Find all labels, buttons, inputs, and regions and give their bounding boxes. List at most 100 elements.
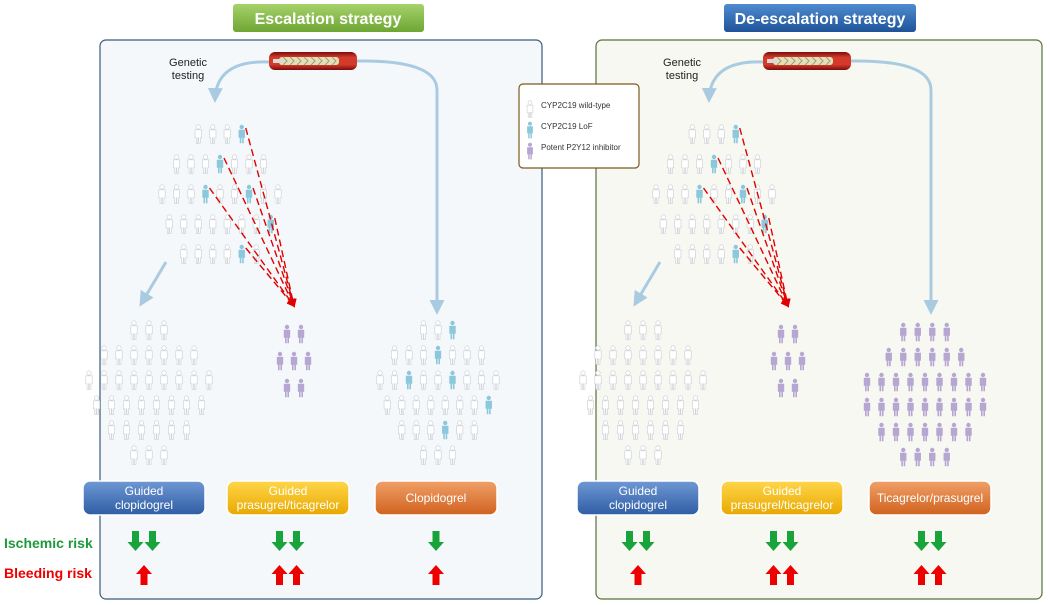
- wildtype-person-icon: [160, 370, 168, 390]
- lof-person-icon: [527, 121, 533, 139]
- wildtype-person-icon: [684, 370, 692, 390]
- potent-person-icon: [929, 447, 936, 467]
- wildtype-person-icon: [427, 395, 435, 415]
- wildtype-person-icon: [231, 184, 238, 204]
- left-box-2-label: Clopidogrel: [406, 491, 467, 505]
- stented-artery-icon: [269, 52, 357, 70]
- potent-person-icon: [907, 372, 914, 392]
- wildtype-person-icon: [639, 370, 647, 390]
- wildtype-person-icon: [754, 154, 761, 174]
- wildtype-person-icon: [391, 345, 398, 365]
- right-box-0-label: Guided: [619, 484, 658, 498]
- wildtype-person-icon: [659, 214, 667, 234]
- potent-person-icon: [283, 378, 291, 398]
- lof-person-icon: [732, 124, 739, 144]
- flow-arrow: [356, 59, 445, 315]
- risk-down-arrow-icon: [930, 531, 947, 551]
- wildtype-person-icon: [190, 345, 198, 365]
- risk-up-arrow-icon: [428, 565, 444, 585]
- wildtype-person-icon: [674, 214, 682, 234]
- reassign-arrow: [245, 247, 296, 308]
- wildtype-person-icon: [123, 395, 130, 415]
- potent-person-icon: [276, 351, 284, 371]
- wildtype-person-icon: [681, 184, 689, 204]
- potent-person-icon: [527, 142, 533, 160]
- reassign-arrow: [768, 217, 791, 308]
- potent-person-icon: [950, 372, 958, 392]
- wildtype-person-icon: [717, 244, 725, 264]
- wildtype-person-icon: [654, 370, 662, 390]
- wildtype-person-icon: [100, 370, 108, 390]
- potent-person-icon: [791, 378, 799, 398]
- wildtype-person-icon: [754, 184, 761, 204]
- wildtype-person-icon: [669, 345, 677, 365]
- wildtype-person-icon: [202, 154, 209, 174]
- wildtype-person-icon: [175, 370, 183, 390]
- wildtype-person-icon: [602, 420, 609, 440]
- wildtype-person-icon: [108, 395, 115, 415]
- wildtype-person-icon: [768, 184, 776, 204]
- left-title-banner: Escalation strategy: [233, 4, 424, 32]
- potent-person-icon: [943, 447, 950, 467]
- risk-up-arrow-icon: [271, 565, 288, 585]
- wildtype-person-icon: [624, 445, 632, 465]
- wildtype-person-icon: [100, 345, 108, 365]
- lof-person-icon: [405, 370, 413, 390]
- wildtype-person-icon: [180, 244, 188, 264]
- stented-artery-icon: [763, 52, 851, 70]
- wildtype-person-icon: [594, 370, 602, 390]
- flow-arrow: [701, 60, 764, 103]
- wildtype-person-icon: [681, 154, 689, 174]
- wildtype-person-icon: [194, 124, 202, 144]
- potent-person-icon: [777, 324, 785, 344]
- risk-up-arrow-icon: [913, 565, 930, 585]
- wildtype-person-icon: [677, 395, 684, 415]
- wildtype-person-icon: [115, 370, 123, 390]
- potent-person-icon: [921, 372, 929, 392]
- reassign-arrow: [245, 127, 297, 308]
- wildtype-person-icon: [153, 395, 160, 415]
- wildtype-person-icon: [456, 395, 464, 415]
- wildtype-person-icon: [168, 420, 175, 440]
- left-box-0-label: Guided: [125, 484, 164, 498]
- wildtype-person-icon: [632, 420, 639, 440]
- wildtype-person-icon: [725, 154, 732, 174]
- wildtype-person-icon: [412, 420, 420, 440]
- wildtype-person-icon: [717, 124, 725, 144]
- wildtype-person-icon: [654, 320, 662, 340]
- reassign-arrow: [274, 217, 297, 308]
- lof-person-icon: [238, 244, 245, 264]
- potent-person-icon: [907, 422, 914, 442]
- potent-person-icon: [863, 397, 871, 417]
- potent-person-icon: [900, 447, 907, 467]
- wildtype-person-icon: [420, 370, 427, 390]
- lof-person-icon: [434, 345, 442, 365]
- bleeding-risk-label: Bleeding risk: [4, 565, 92, 581]
- wildtype-person-icon: [420, 345, 427, 365]
- potent-person-icon: [892, 422, 900, 442]
- wildtype-person-icon: [434, 445, 442, 465]
- wildtype-person-icon: [434, 370, 442, 390]
- wildtype-person-icon: [732, 214, 740, 234]
- wildtype-person-icon: [526, 100, 534, 118]
- wildtype-person-icon: [391, 370, 398, 390]
- left-box-1-label: prasugrel/ticagrelor: [237, 498, 340, 512]
- potent-person-icon: [777, 378, 785, 398]
- wildtype-person-icon: [594, 345, 602, 365]
- lof-person-icon: [449, 370, 456, 390]
- wildtype-person-icon: [624, 345, 632, 365]
- wildtype-person-icon: [138, 395, 145, 415]
- wildtype-person-icon: [420, 320, 427, 340]
- lof-person-icon: [442, 420, 449, 440]
- wildtype-person-icon: [624, 370, 632, 390]
- potent-person-icon: [784, 351, 792, 371]
- wildtype-person-icon: [492, 370, 500, 390]
- wildtype-person-icon: [153, 420, 160, 440]
- wildtype-person-icon: [703, 244, 711, 264]
- genetic-testing-label: testing: [666, 70, 698, 82]
- wildtype-person-icon: [187, 184, 195, 204]
- wildtype-person-icon: [398, 420, 406, 440]
- risk-down-arrow-icon: [638, 531, 655, 551]
- genetic-testing-label: Genetic: [663, 57, 701, 69]
